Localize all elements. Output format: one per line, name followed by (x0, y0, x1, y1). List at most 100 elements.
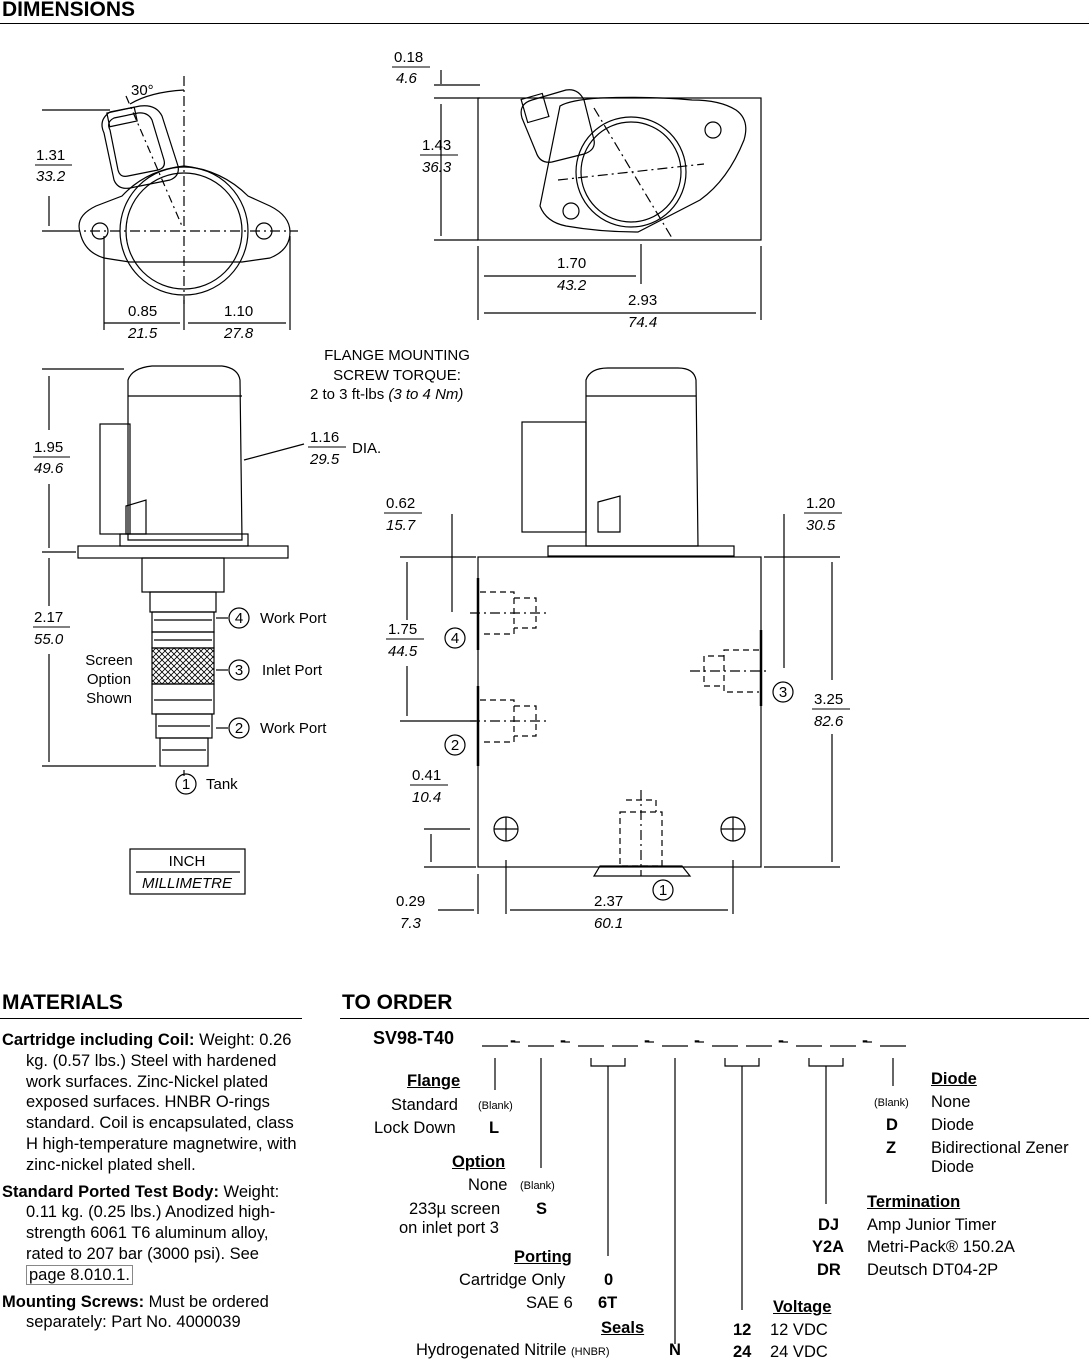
flange-standard-label: Standard (391, 1096, 458, 1114)
dimensions-drawing: 30° 1.31 33.2 0.85 21.5 1.10 27.8 0.18 4… (33, 49, 850, 932)
option-screen-label: 233µ screen (409, 1200, 501, 1218)
top-view-drawing (434, 70, 762, 320)
edge-offset-inch: 0.29 (396, 893, 425, 910)
to-order-heading: TO ORDER (342, 991, 453, 1014)
torque-plain: 2 to 3 ft-lbs (310, 386, 388, 403)
diode-title: Diode (931, 1070, 977, 1088)
screen-note-2: Option (87, 671, 131, 688)
screen-note-1: Screen (85, 652, 133, 669)
porting-sae-label: SAE 6 (526, 1294, 573, 1312)
termination-y2a-code: Y2A (812, 1238, 845, 1256)
cartridge-length-inch: 2.17 (34, 609, 63, 626)
body-port-2: 2 (451, 737, 459, 754)
termination-dj-code: DJ (818, 1216, 840, 1234)
side-port-label-1: Tank (206, 776, 238, 793)
screws-title: Mounting Screws: (2, 1292, 145, 1311)
legend-inch: INCH (169, 853, 206, 870)
materials-rule (0, 1018, 302, 1019)
flange-lockdown-label: Lock Down (374, 1119, 456, 1137)
seals-title: Seals (601, 1319, 645, 1337)
tr-offset-inch: 0.18 (394, 49, 423, 66)
voltage-12-code: 12 (733, 1321, 752, 1339)
torque-line3: 2 to 3 ft-lbs (3 to 4 Nm) (310, 386, 463, 403)
screws-text: Must be ordered separately: Part No. 400… (26, 1292, 269, 1332)
port3-offset-mm: 30.5 (806, 517, 836, 534)
option-none-code: (Blank) (520, 1180, 555, 1192)
materials-screws: Mounting Screws: Must be ordered separat… (2, 1292, 302, 1334)
body-text: Weight: 0.11 kg. (0.25 lbs.) Anodized hi… (26, 1182, 280, 1263)
voltage-24-label: 24 VDC (770, 1343, 828, 1361)
voltage-title: Voltage (773, 1298, 832, 1316)
tr-width-inch: 2.93 (628, 292, 657, 309)
seals-hnbr-label: Hydrogenated Nitrile (HNBR) (416, 1341, 610, 1360)
tr-height-inch: 1.43 (422, 137, 451, 154)
flange-lockdown-code: L (489, 1119, 500, 1137)
termination-dr-label: Deutsch DT04-2P (867, 1261, 999, 1279)
termination-dr-code: DR (817, 1261, 841, 1279)
diode-z-label2: Diode (931, 1158, 975, 1176)
voltage-24-code: 24 (733, 1343, 752, 1361)
tr-center-mm: 43.2 (557, 277, 587, 294)
seals-hnbr-small: (HNBR) (571, 1346, 610, 1358)
body-height-inch: 3.25 (814, 691, 843, 708)
dimensions-rule (0, 23, 1089, 24)
body-height-mm: 82.6 (814, 713, 844, 730)
porting-cartridge-code: 0 (604, 1271, 614, 1289)
termination-title: Termination (867, 1193, 961, 1211)
to-order-rule (340, 1018, 1089, 1019)
port4-offset-mm: 15.7 (386, 517, 416, 534)
tl-left-inch: 0.85 (128, 303, 157, 320)
svg-text:-: - (510, 1030, 516, 1050)
materials-body: Standard Ported Test Body: Weight: 0.11 … (2, 1182, 302, 1286)
legend-mm: MILLIMETRE (142, 875, 233, 892)
dia-mm: 29.5 (309, 451, 340, 468)
order-code-leaders: - - - - - - (482, 1030, 906, 1344)
materials-cartridge: Cartridge including Coil: Weight: 0.26 k… (2, 1030, 302, 1176)
svg-text:-: - (644, 1030, 650, 1050)
diode-none-code: (Blank) (874, 1097, 909, 1109)
hole-spacing-inch: 2.37 (594, 893, 623, 910)
option-title: Option (452, 1153, 506, 1171)
flange-standard-code: (Blank) (478, 1100, 513, 1112)
side-port-label-4: Work Port (260, 610, 327, 627)
edge-offset-mm: 7.3 (400, 915, 422, 932)
voltage-12-label: 12 VDC (770, 1321, 828, 1339)
diode-d-code: D (886, 1116, 898, 1134)
coil-height-inch: 1.95 (34, 439, 63, 456)
side-port-label-3: Inlet Port (262, 662, 323, 679)
termination-y2a-label: Metri-Pack® 150.2A (867, 1238, 1015, 1256)
body-title: Standard Ported Test Body: (2, 1182, 219, 1201)
diode-none-label: None (931, 1093, 971, 1111)
termination-dj-label: Amp Junior Timer (867, 1216, 997, 1234)
cartridge-title: Cartridge including Coil: (2, 1031, 195, 1049)
diode-d-label: Diode (931, 1116, 975, 1134)
tr-width-mm: 74.4 (628, 314, 657, 331)
side-port-num-1: 1 (182, 776, 190, 793)
body-side-view (400, 367, 840, 914)
torque-metric: (3 to 4 Nm) (388, 386, 463, 403)
cartridge-text: Weight: 0.26 kg. (0.57 lbs.) Steel with … (26, 1031, 297, 1174)
port-spacing-inch: 1.75 (388, 621, 417, 638)
tr-center-inch: 1.70 (557, 255, 586, 272)
body-port-3: 3 (779, 684, 787, 701)
side-port-num-2: 2 (235, 720, 243, 737)
hole-spacing-mm: 60.1 (594, 915, 623, 932)
diode-z-code: Z (886, 1139, 897, 1157)
tl-right-inch: 1.10 (224, 303, 253, 320)
tl-right-mm: 27.8 (223, 325, 254, 342)
svg-text:-: - (778, 1030, 784, 1050)
coil-height-mm: 49.6 (34, 460, 64, 477)
porting-cartridge-label: Cartridge Only (459, 1271, 566, 1289)
svg-text:-: - (560, 1030, 566, 1050)
svg-text:-: - (694, 1030, 700, 1050)
tr-offset-mm: 4.6 (396, 70, 418, 87)
tr-height-mm: 36.3 (422, 159, 452, 176)
dia-label: DIA. (352, 440, 381, 457)
option-screen-code: S (536, 1200, 548, 1218)
model-code: SV98-T40 (373, 1028, 455, 1048)
torque-line2: SCREW TORQUE: (333, 367, 461, 384)
diode-z-label: Bidirectional Zener (931, 1139, 1069, 1157)
body-port-1: 1 (659, 882, 667, 899)
page-link[interactable]: page 8.010.1. (26, 1264, 133, 1285)
cartridge-length-mm: 55.0 (34, 631, 64, 648)
